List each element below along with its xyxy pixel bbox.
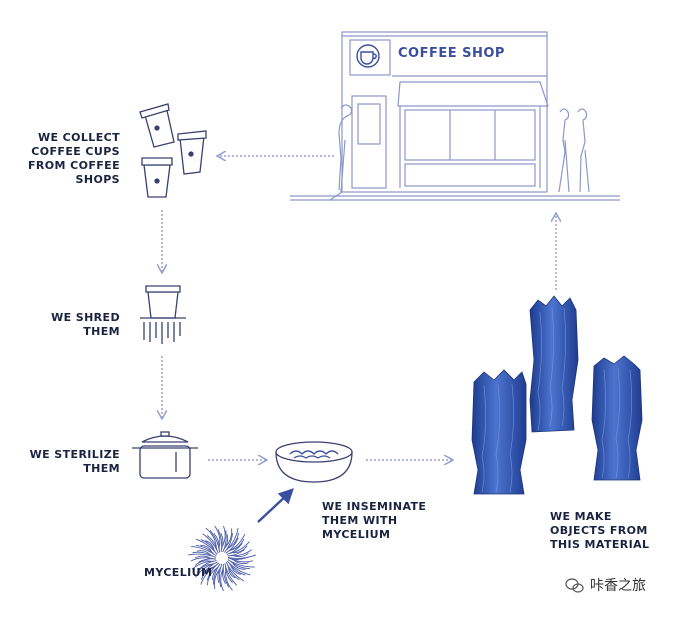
shredder-icon (140, 285, 186, 344)
mycelium-strand (191, 545, 217, 557)
mycelium-strand (227, 549, 245, 557)
mycelium-strand (195, 538, 218, 555)
mycelium-strand (230, 538, 245, 551)
mycelium-strand (220, 569, 224, 592)
mycelium-strand (230, 565, 241, 575)
mycelium-strand (213, 532, 220, 550)
flow-arrows (162, 156, 556, 460)
mycelium-strand (212, 563, 221, 585)
coffee-cups-icon (139, 103, 207, 198)
mycelium-strand (205, 527, 217, 548)
mycelium-strand (225, 537, 239, 554)
bowl-icon (275, 441, 353, 483)
mycelium-strand (209, 530, 221, 553)
mycelium-strand (223, 534, 229, 550)
mycelium-strand (194, 560, 211, 566)
mycelium-strand (226, 543, 243, 555)
mycelium-label: MYCELIUM (144, 566, 213, 579)
mycelium-strand (230, 560, 251, 569)
step-shred-label: WE SHRED THEM (51, 311, 120, 338)
mycelium-strand (225, 528, 233, 547)
mycelium-strand (200, 539, 216, 553)
mycelium-strand (194, 562, 215, 578)
mycelium-strand (224, 563, 238, 586)
mycelium-strand (206, 562, 219, 581)
vase-tall (529, 295, 579, 433)
mycelium-strand (227, 557, 247, 560)
mycelium-strand (200, 566, 214, 580)
mycelium-strand (217, 529, 223, 553)
mycelium-strand (222, 525, 226, 547)
mycelium-strand (230, 558, 253, 563)
step-sterilize-label: WE STERILIZE THEM (29, 448, 120, 475)
mycelium-strand (225, 566, 233, 584)
mycelium-strand (227, 554, 257, 559)
mycelium-strand (213, 569, 220, 590)
mycelium-strand (219, 563, 223, 588)
mycelium-strand (188, 553, 217, 558)
mycelium-strand (217, 566, 222, 583)
mycelium-strand (206, 535, 218, 551)
mycelium-strand (200, 544, 213, 553)
mycelium-strand (194, 555, 211, 559)
mycelium-strand (214, 525, 221, 547)
wechat-icon-spacer (566, 578, 584, 592)
arrow-mycelium-to-bowl (257, 488, 294, 523)
mycelium-icon (188, 525, 257, 592)
mycelium-strand (196, 563, 212, 574)
mycelium-strand (228, 567, 236, 579)
mycelium-strand (205, 540, 215, 550)
mycelium-strand (198, 558, 217, 563)
mycelium-strand (206, 568, 217, 586)
mycelium-strand (224, 533, 234, 553)
mycelium-strand (227, 559, 255, 568)
mycelium-strand (195, 544, 215, 555)
mycelium-strand (232, 562, 246, 570)
mycelium-strand (225, 562, 245, 582)
pot-icon (132, 431, 198, 479)
step-collect-label: WE COLLECT COFFEE CUPS FROM COFFEE SHOPS (28, 131, 120, 186)
mycelium-strand (227, 564, 240, 581)
mycelium-strand (199, 560, 217, 570)
mycelium-strand (221, 566, 226, 584)
mycelium-strand (191, 560, 214, 570)
mycelium-strand (222, 530, 227, 553)
mycelium-strand (220, 532, 224, 550)
step-make-label: WE MAKE OBJECTS FROM THIS MATERIAL (550, 510, 650, 551)
mycelium-strand (190, 557, 214, 562)
mycelium-strand (229, 541, 250, 554)
wechat-icon (565, 578, 584, 593)
mycelium-strand (225, 527, 239, 551)
mycelium-strand (202, 533, 219, 554)
mycelium-strand (226, 560, 251, 576)
mycelium-strand (233, 552, 249, 558)
watermark: 咔香之旅 (566, 575, 646, 595)
watermark-text: 咔香之旅 (590, 578, 646, 594)
mycelium-strand (222, 563, 230, 588)
mycelium-strand (233, 559, 249, 565)
step-inseminate-label: WE INSEMINATE THEM WITH MYCELIUM (322, 500, 427, 541)
cup-logo (356, 44, 380, 68)
mycelium-strand (212, 565, 219, 581)
mycelium-strand (225, 569, 233, 591)
mycelium-strand (232, 545, 248, 554)
vase-objects (471, 295, 643, 495)
mycelium-strand (192, 551, 214, 557)
mycelium-strand (228, 563, 246, 576)
mycelium-strand (202, 561, 218, 576)
coffee-shop-illustration (290, 31, 620, 201)
mycelium-strand (228, 532, 239, 549)
mycelium-strand (196, 550, 211, 556)
shop-sign: COFFEE SHOP (398, 46, 505, 61)
mycelium-strand (230, 549, 253, 557)
mycelium-strand (228, 533, 246, 552)
vase-right (591, 355, 643, 481)
mycelium-strand (200, 564, 217, 585)
